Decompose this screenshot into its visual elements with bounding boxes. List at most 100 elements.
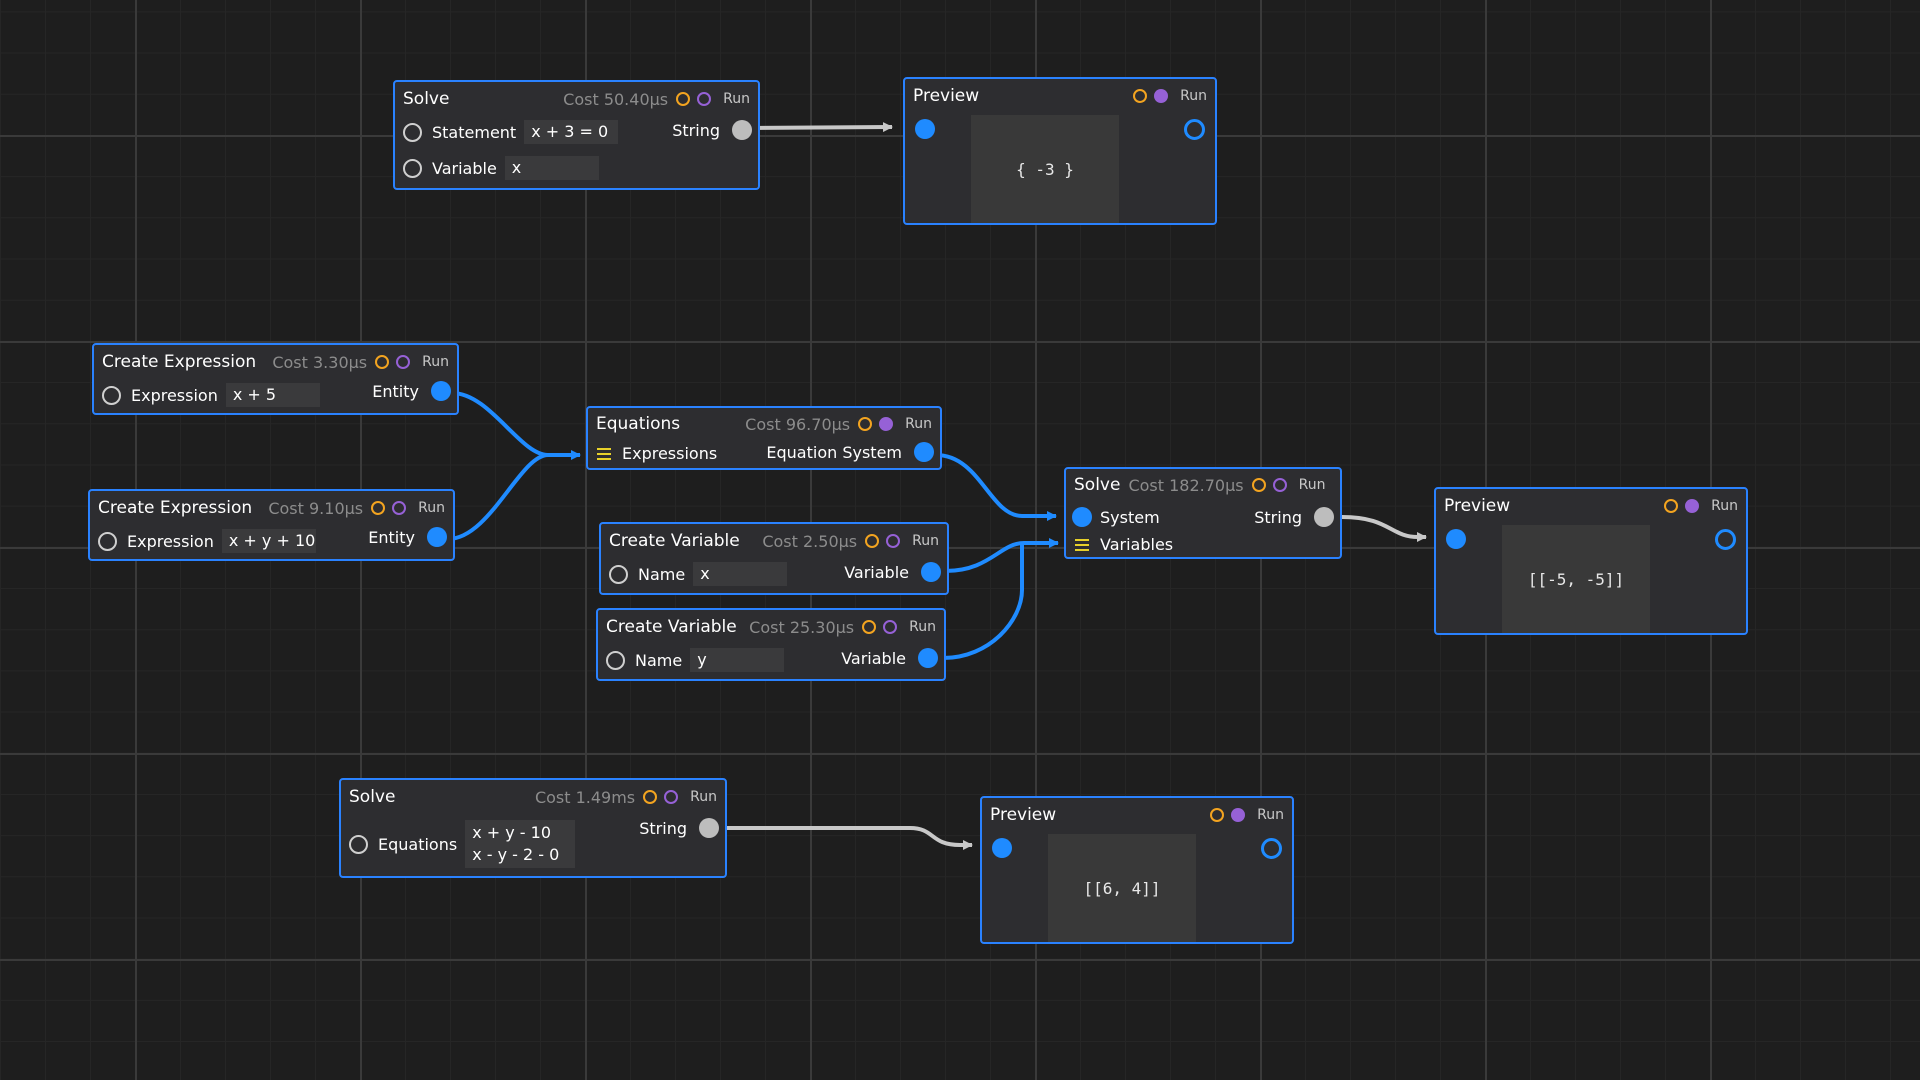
node-title: Create Variable [606,617,737,637]
preview-node-1[interactable]: Preview Run { -3 } [903,77,1217,225]
wire-equations-solve2 [935,453,1057,521]
output-pin-variable[interactable] [921,562,941,582]
list-icon[interactable] [1075,538,1089,551]
run-button[interactable]: Run [1257,807,1284,823]
variable-input[interactable]: x [504,156,599,180]
wire-solve2-preview2 [1341,515,1427,542]
run-button[interactable]: Run [912,533,939,549]
cost-label: Cost 2.50µs [762,531,858,551]
cost-label: Cost 50.40µs [563,89,669,109]
expression-input[interactable]: x + y + 10 [221,529,316,553]
equation-line-2: x - y - 2 - 0 [472,845,560,864]
trigger-ring-icon[interactable] [697,92,712,106]
preview-value: { -3 } [971,115,1119,223]
run-button[interactable]: Run [422,354,449,370]
create-expression-node-2[interactable]: Create Expression Cost 9.10µs Run Expres… [88,489,455,561]
statement-label: Statement [432,122,517,142]
run-button[interactable]: Run [1711,498,1738,514]
expressions-label: Expressions [622,444,718,463]
name-label: Name [635,650,683,670]
list-icon[interactable] [597,447,611,460]
node-title: Create Expression [102,352,257,372]
wire-var1-solve2 [944,538,1059,573]
cost-label: Cost 25.30µs [749,617,855,637]
system-label: System [1100,507,1160,527]
statement-input[interactable]: x + 3 = 0 [524,120,619,144]
create-variable-node-2[interactable]: Create Variable Cost 25.30µs Run Name y … [596,608,946,681]
run-button[interactable]: Run [909,619,936,635]
cost-label: Cost 182.70µs [1128,475,1244,495]
run-button[interactable]: Run [1298,477,1326,493]
preview-node-2[interactable]: Preview Run [[-5, -5]] [1434,487,1748,635]
input-pin-name[interactable] [609,564,628,584]
run-button[interactable]: Run [690,789,717,805]
equations-label: Equations [378,834,458,854]
cost-label: Cost 96.70µs [745,414,851,434]
equations-input[interactable]: x + y - 10 x - y - 2 - 0 [465,820,576,868]
expression-input[interactable]: x + 5 [225,383,320,407]
node-title: Create Expression [98,498,253,518]
trigger-ring-icon[interactable] [392,501,407,515]
trigger-ring-icon[interactable] [396,355,411,369]
output-label: String [1254,507,1302,527]
status-ring-icon [1664,499,1679,513]
status-ring-icon [1210,808,1225,822]
name-input[interactable]: y [690,648,785,672]
output-label: Entity [372,381,419,401]
name-input[interactable]: x [693,562,788,586]
node-title: Preview [990,805,1057,825]
input-pin[interactable] [1446,529,1466,549]
status-ring-icon [375,355,390,369]
output-pin[interactable] [1715,529,1736,550]
run-button[interactable]: Run [1180,88,1207,104]
output-pin-string[interactable] [732,120,752,140]
trigger-ring-icon[interactable] [1272,478,1287,492]
trigger-ring-icon[interactable] [664,790,679,804]
create-expression-node-1[interactable]: Create Expression Cost 3.30µs Run Expres… [92,343,459,415]
output-label: String [639,818,687,838]
output-pin[interactable] [1261,838,1282,859]
output-pin-entity[interactable] [431,381,451,401]
expression-label: Expression [127,531,214,551]
wire-solve1-preview1 [751,122,893,133]
run-button[interactable]: Run [418,500,445,516]
input-pin-equations[interactable] [349,834,368,854]
output-pin-variable[interactable] [918,648,938,668]
solve-node-3[interactable]: Solve Cost 1.49ms Run Equations x + y - … [339,778,727,878]
output-pin-string[interactable] [699,818,719,838]
preview-node-3[interactable]: Preview Run [[6, 4]] [980,796,1294,944]
run-button[interactable]: Run [723,91,750,107]
run-button[interactable]: Run [905,416,932,432]
wire-expr1-equations [451,391,581,460]
trigger-ring-icon[interactable] [886,534,901,548]
output-pin-string[interactable] [1314,507,1334,527]
output-pin-equation-system[interactable] [914,442,934,462]
name-label: Name [638,564,686,584]
solve-node-1[interactable]: Solve Cost 50.40µs Run Statement x + 3 =… [393,80,760,190]
input-pin-system[interactable] [1072,507,1092,527]
input-pin-statement[interactable] [403,122,422,142]
output-label: Entity [368,527,415,547]
input-pin[interactable] [915,119,935,139]
trigger-ring-icon[interactable] [883,620,898,634]
trigger-dot-icon[interactable] [1231,808,1246,822]
input-pin-name[interactable] [606,650,625,670]
trigger-dot-icon[interactable] [1154,89,1169,103]
output-label: String [672,120,720,140]
solve-node-2[interactable]: Solve Cost 182.70µs Run System String Va… [1064,467,1342,559]
input-pin-variable[interactable] [403,158,422,178]
variables-label: Variables [1100,535,1174,554]
status-ring-icon [865,534,880,548]
input-pin-expression[interactable] [98,531,117,551]
status-ring-icon [643,790,658,804]
create-variable-node-1[interactable]: Create Variable Cost 2.50µs Run Name x V… [599,522,949,595]
output-pin[interactable] [1184,119,1205,140]
equations-node[interactable]: Equations Cost 96.70µs Run Expressions E… [586,406,942,470]
output-pin-entity[interactable] [427,527,447,547]
trigger-dot-icon[interactable] [879,417,894,431]
input-pin-expression[interactable] [102,385,121,405]
wire-solve3-preview3 [720,826,973,850]
trigger-dot-icon[interactable] [1685,499,1700,513]
input-pin[interactable] [992,838,1012,858]
